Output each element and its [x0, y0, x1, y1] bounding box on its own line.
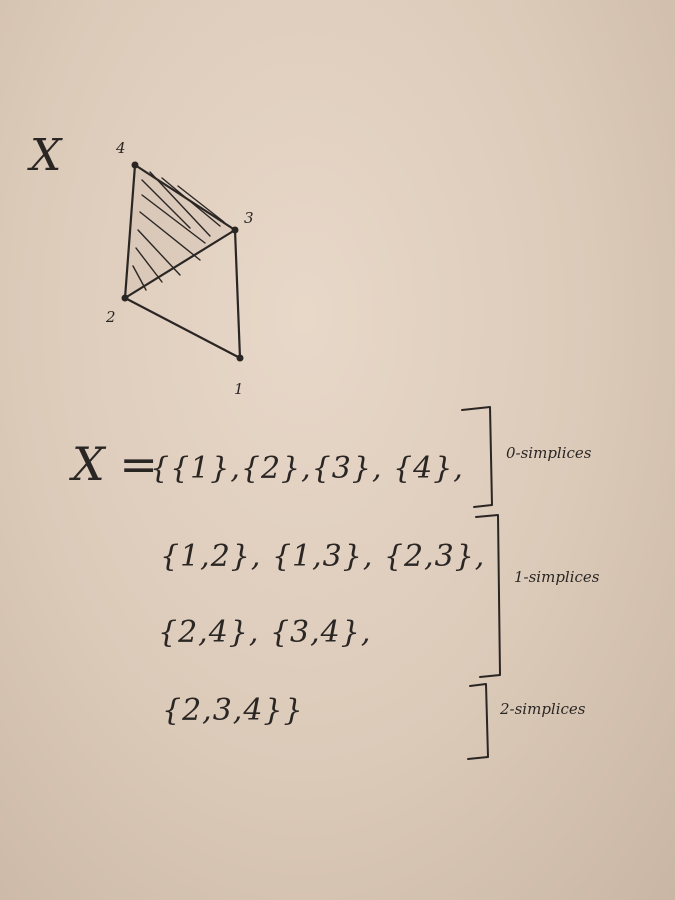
- vertex-label-1: 1: [234, 380, 244, 398]
- bracket-0-simplices: [461, 406, 493, 508]
- hatched-triangle-234: [125, 165, 235, 298]
- vertex-1: [236, 354, 244, 362]
- two-simplices-row: {2,3,4}}: [162, 693, 304, 728]
- label-2-simplices: 2-simplices: [499, 700, 586, 718]
- dimension-brackets: 0-simplices 1-simplices 2-simplices: [461, 406, 600, 760]
- bracket-1-simplices: [475, 514, 501, 678]
- edge-1-2: [123, 296, 242, 360]
- vertex-label-3: 3: [244, 209, 254, 227]
- vertex-2: [121, 294, 129, 302]
- edge-3-4: [133, 163, 237, 232]
- bracket-2-simplices: [467, 683, 489, 760]
- simplex-set-equation: X = {{1},{2},{3}, {4}, {1,2}, {1,3}, {2,…: [69, 437, 485, 728]
- one-simplices-row-2: {2,4}, {3,4},: [158, 615, 371, 650]
- vertex-label-4: 4: [115, 139, 126, 157]
- vertex-4: [131, 161, 139, 169]
- label-0-simplices: 0-simplices: [506, 444, 592, 462]
- edge-1-3: [233, 228, 242, 360]
- vertex-3: [231, 226, 239, 234]
- one-simplices-row-1: {1,2}, {1,3}, {2,3},: [160, 539, 485, 574]
- edge-2-4: [123, 163, 137, 300]
- edge-2-3: [123, 228, 237, 300]
- vertex-label-2: 2: [105, 308, 116, 326]
- complex-diagram: X 4 3 2 1: [27, 130, 254, 398]
- equation-lhs: X =: [69, 437, 158, 491]
- zero-simplices-row: {{1},{2},{3}, {4},: [150, 451, 464, 486]
- space-label: X: [27, 130, 63, 181]
- label-1-simplices: 1-simplices: [514, 568, 600, 586]
